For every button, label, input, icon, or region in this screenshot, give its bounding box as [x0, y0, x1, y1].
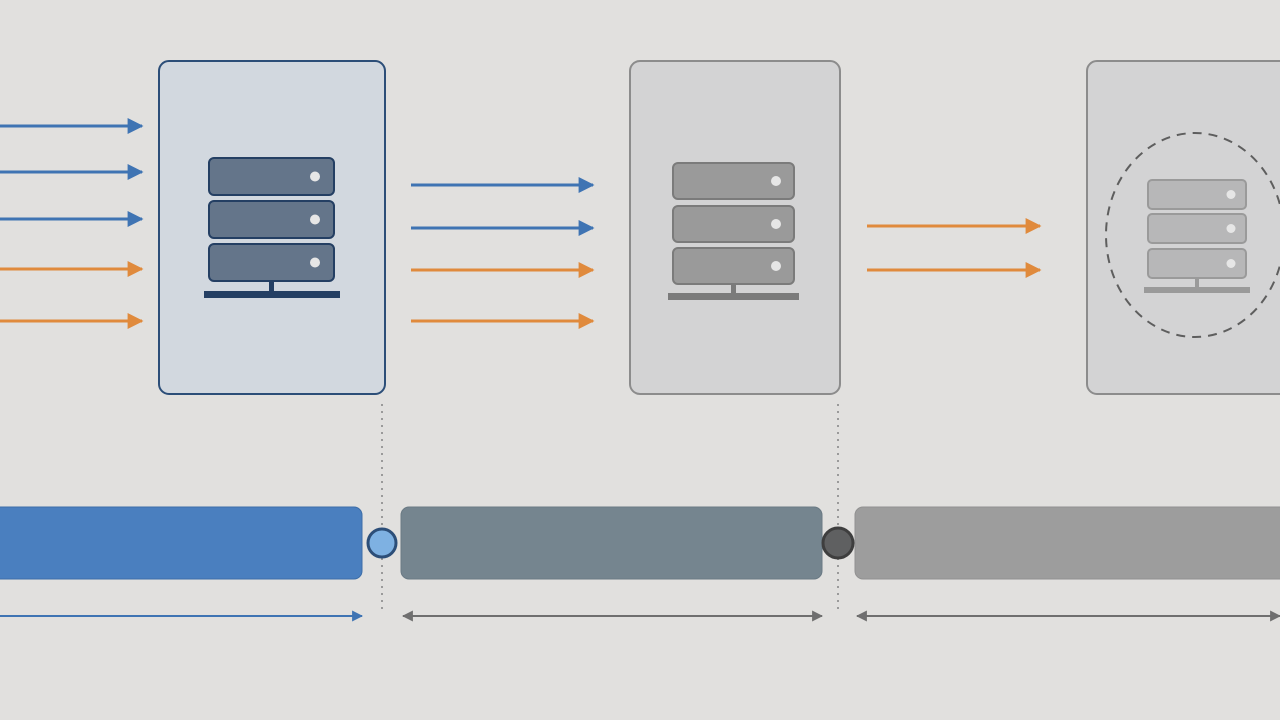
- stage-card-2: [629, 60, 841, 395]
- timeline-node-active: [366, 527, 398, 559]
- dashed-boundary: [1105, 132, 1280, 338]
- timeline-segment-mid: [400, 506, 823, 580]
- timeline-segment-light: [854, 506, 1280, 580]
- flows-into-stage-2: [411, 177, 595, 329]
- flows-into-stage-3: [867, 218, 1042, 278]
- timeline-node-inactive: [821, 526, 855, 560]
- stage-card-1: [158, 60, 386, 395]
- stage-card-3: [1086, 60, 1280, 395]
- server-rack-icon: [204, 157, 340, 298]
- timeline: [0, 506, 1280, 580]
- flows-into-stage-1: [0, 118, 144, 329]
- server-rack-icon: [668, 162, 799, 300]
- server-rack-icon: [1144, 179, 1250, 293]
- timeline-segment-active: [0, 506, 363, 580]
